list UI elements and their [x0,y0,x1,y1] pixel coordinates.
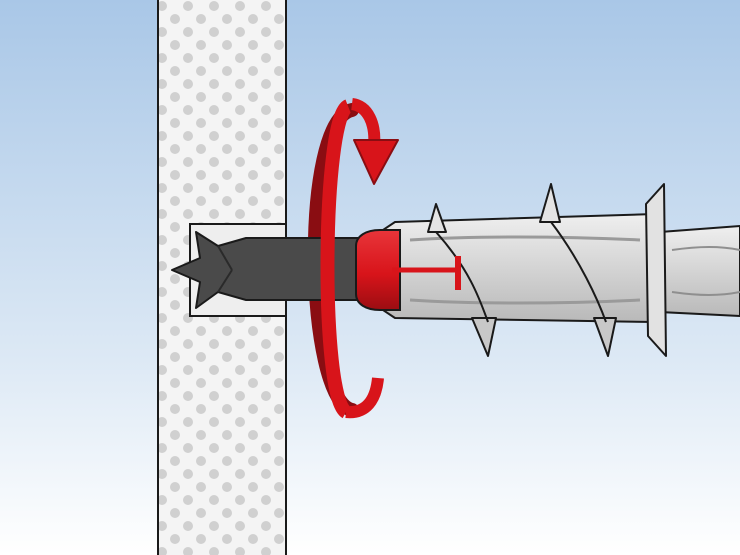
rotation-arrow-icon [320,98,399,419]
drywall-anchor [355,183,740,357]
